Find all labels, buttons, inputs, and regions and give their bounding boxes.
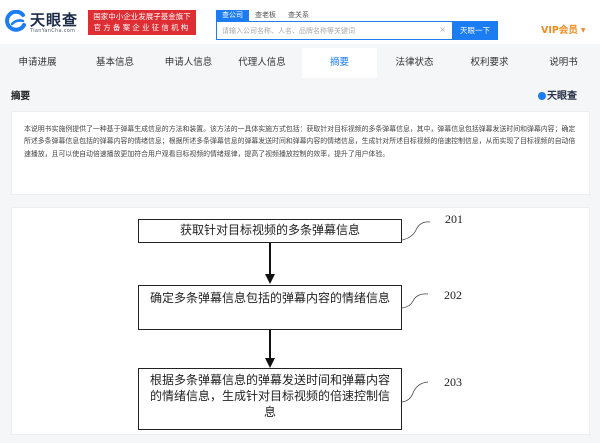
tab-applicant-info[interactable]: 申请人信息 <box>164 57 213 68</box>
tab-application-progress[interactable]: 申请进展 <box>18 57 57 68</box>
vip-label: VIP会员 <box>541 25 578 36</box>
logo-mark-icon <box>5 10 26 32</box>
logo-text: 天眼查 <box>30 11 79 29</box>
tab-claims[interactable]: 权利要求 <box>470 57 509 68</box>
tianyancha-logo[interactable]: 天眼查 TianYanCha.com <box>4 8 86 36</box>
search-input[interactable] <box>222 25 432 37</box>
arrow-down-icon <box>265 274 275 284</box>
watermark-text: 天眼查 <box>547 91 577 102</box>
tab-legal-status[interactable]: 法律状态 <box>395 57 434 68</box>
vip-member-menu[interactable]: VIP会员▼ <box>541 22 585 36</box>
section-title: 摘要 <box>11 91 31 102</box>
tab-agent-info[interactable]: 代理人信息 <box>238 57 286 68</box>
step-number-203: 203 <box>444 375 462 389</box>
tab-basic-info[interactable]: 基本信息 <box>95 57 134 68</box>
flow-step-201: 获取针对目标视频的多条弹幕信息 <box>138 219 402 243</box>
leader-line-icon <box>401 221 431 241</box>
search-tab-boss[interactable]: 查老板 <box>255 11 276 19</box>
badge-line-1: 国家中小企业发展子基金旗下 <box>93 12 191 21</box>
tab-description[interactable]: 说明书 <box>549 57 578 68</box>
abstract-text: 本说明书实施例提供了一种基于弹幕生成信息的方法和装置。该方法的一具体实施方式包括… <box>11 111 590 195</box>
official-badge: 国家中小企业发展子基金旗下 官方备案企业征信机构 <box>88 10 196 35</box>
abstract-figure: 获取针对目标视频的多条弹幕信息 201 确定多条弹幕信息包括的弹幕内容的情绪信息… <box>11 207 590 435</box>
clear-icon[interactable]: × <box>439 25 446 34</box>
step-number-201: 201 <box>445 212 463 226</box>
step-number-202: 202 <box>444 288 462 302</box>
logo-domain: TianYanCha.com <box>30 28 76 34</box>
caret-down-icon: ▼ <box>580 27 586 34</box>
tianyancha-watermark: 天眼查 <box>538 87 577 102</box>
patent-tabs: 申请进展 基本信息 申请人信息 代理人信息 摘要 法律状态 权利要求 说明书 <box>0 48 600 78</box>
section-header: 摘要 天眼查 <box>0 80 600 110</box>
flow-arrow <box>269 243 271 277</box>
logo-mark-icon <box>538 92 546 100</box>
top-bar: 天眼查 TianYanCha.com 国家中小企业发展子基金旗下 官方备案企业征… <box>0 0 600 44</box>
search-box: × <box>216 21 453 40</box>
tab-abstract[interactable]: 摘要 <box>302 48 377 78</box>
leader-line-icon <box>401 293 429 309</box>
search-tab-company[interactable]: 查公司 <box>216 10 249 21</box>
flow-arrow <box>269 330 271 360</box>
search-button[interactable]: 天眼一下 <box>452 21 498 40</box>
badge-line-2: 官方备案企业征信机构 <box>93 23 191 32</box>
arrow-down-icon <box>265 358 275 368</box>
leader-line-icon <box>401 381 429 403</box>
flow-step-203: 根据多条弹幕信息的弹幕发送时间和弹幕内容的情绪信息，生成针对目标视频的倍速控制信… <box>138 368 402 430</box>
search-type-tabs: 查公司 查老板 查关系 <box>216 10 315 21</box>
flow-step-202: 确定多条弹幕信息包括的弹幕内容的情绪信息 <box>138 285 402 330</box>
search-tab-relation[interactable]: 查关系 <box>288 11 309 19</box>
